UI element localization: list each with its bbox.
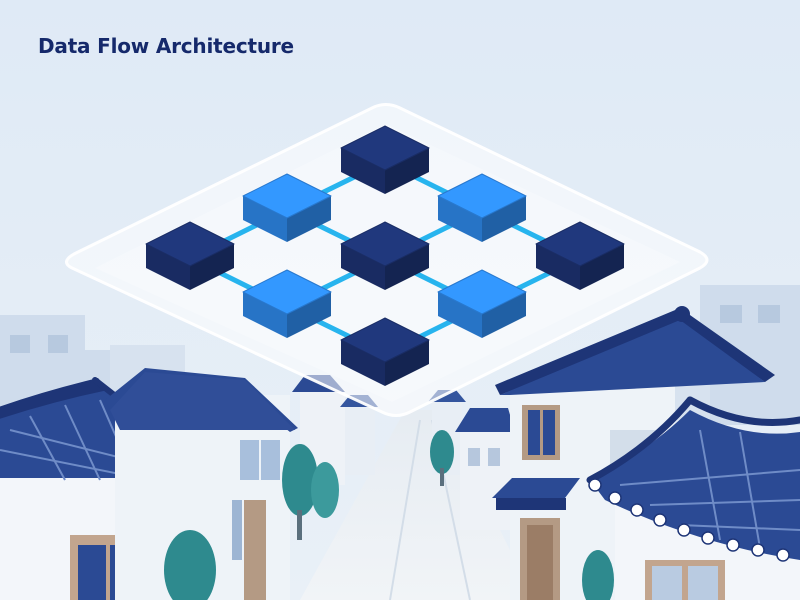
diagram-node-n4 <box>145 221 235 290</box>
page-title: Data Flow Architecture <box>38 34 294 58</box>
diagram-node-n1 <box>340 125 430 194</box>
diagram-node-n2 <box>242 173 332 242</box>
diagram-node-n5 <box>340 221 430 290</box>
right-hanok-house <box>582 396 800 600</box>
right-tree <box>430 430 454 486</box>
diagram-node-n9 <box>340 317 430 386</box>
right-tall-house <box>492 306 775 600</box>
background-windows <box>10 305 780 353</box>
diagram-node-n3 <box>437 173 527 242</box>
diagram-nodes <box>145 125 625 386</box>
diagram-node-n7 <box>242 269 332 338</box>
diagram-node-n6 <box>535 221 625 290</box>
left-tree <box>164 444 339 600</box>
diagram-node-n8 <box>437 269 527 338</box>
